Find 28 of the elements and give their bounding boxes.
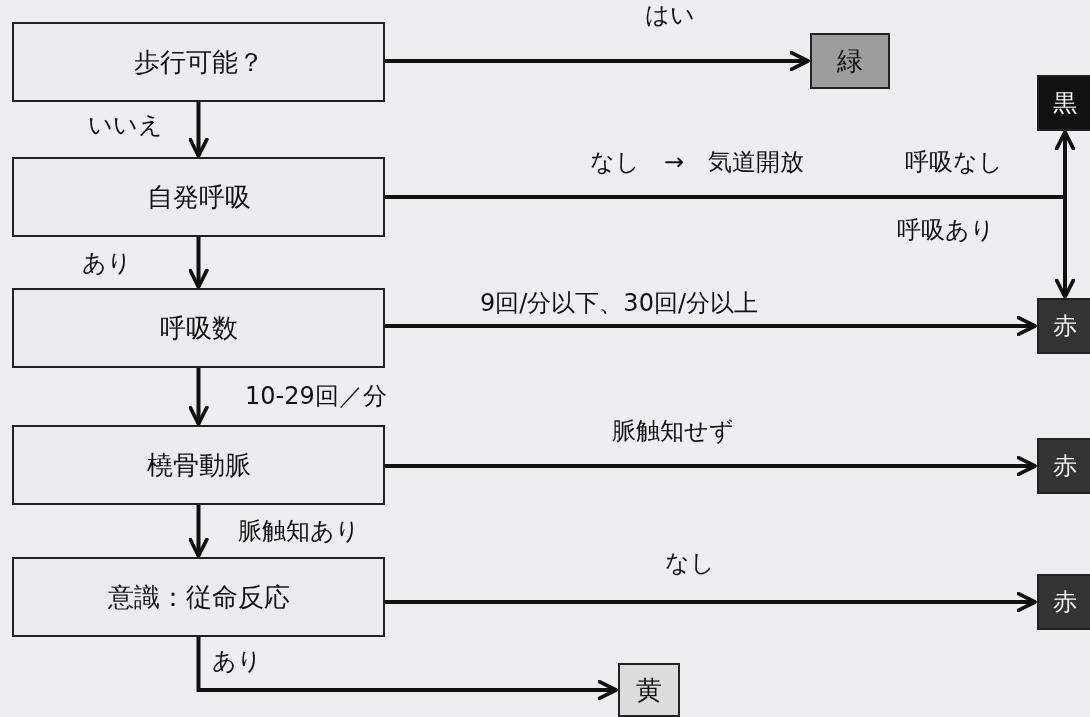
connector-line (385, 195, 1065, 199)
edge-label: 脈触知せず (612, 418, 734, 445)
arrow (385, 50, 810, 72)
process-box: 橈骨動脈 (12, 425, 385, 505)
arrow (1054, 197, 1076, 299)
arrow (196, 637, 618, 701)
arrow (385, 591, 1037, 613)
arrow (385, 315, 1037, 337)
edge-label: 10-29回／分 (245, 383, 387, 410)
triage-tag: 赤 (1037, 298, 1090, 354)
arrow (1054, 130, 1076, 197)
process-box: 意識：従命反応 (12, 557, 385, 637)
triage-tag: 赤 (1037, 574, 1090, 630)
edge-label: いいえ (88, 112, 163, 139)
condition-label: なし → 気道開放 (590, 149, 805, 176)
arrow (188, 237, 209, 289)
triage-tag: 緑 (810, 33, 890, 89)
triage-tag: 黒 (1037, 75, 1090, 131)
triage-tag: 赤 (1037, 438, 1090, 494)
edge-label: 9回/分以下、30回/分以上 (480, 290, 758, 317)
process-box: 歩行可能？ (12, 22, 385, 102)
process-box: 自発呼吸 (12, 157, 385, 237)
triage-tag: 黄 (618, 663, 680, 717)
arrow (188, 368, 209, 426)
arrow (188, 505, 209, 558)
arrow (385, 455, 1037, 477)
arrow (188, 102, 209, 158)
process-box: 呼吸数 (12, 288, 385, 368)
